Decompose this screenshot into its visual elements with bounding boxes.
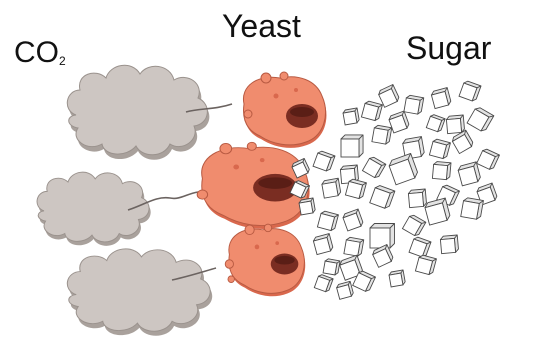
yeast-cell-middle — [197, 142, 309, 229]
sugar-cube-icon — [377, 85, 400, 108]
sugar-cube-icon — [477, 148, 500, 171]
sugar-cube-icon — [446, 115, 465, 134]
sugar-cube-icon — [404, 95, 424, 115]
sugar-cube-icon — [299, 198, 316, 215]
sugar-cube-icon — [343, 108, 360, 125]
sugar-cube-icon — [372, 125, 392, 145]
sugar-cube-icon — [467, 106, 494, 133]
sugar-cube-icon — [429, 138, 450, 159]
sugar-cube-icon — [432, 161, 451, 180]
sugar-cube-icon — [409, 236, 431, 258]
sugar-cube-icon — [459, 80, 481, 102]
sugar-cube-icon — [461, 197, 484, 220]
sugar-cube-icon — [402, 214, 425, 237]
co2-cloud-middle — [37, 172, 151, 246]
sugar-cube-icon — [370, 224, 395, 249]
yeast-cell-top — [243, 72, 326, 148]
sugar-cube-icon — [408, 189, 427, 208]
sugar-cube-icon — [389, 270, 406, 287]
sugar-cube-icon — [314, 274, 333, 293]
sugar-cube-icon — [361, 100, 382, 121]
sugar-cube-icon — [313, 234, 334, 255]
sugar-cube-icon — [336, 281, 354, 299]
co2-cloud-top — [67, 65, 209, 159]
co2-cloud-bottom — [67, 249, 212, 336]
sugar-cube-icon — [426, 114, 445, 133]
sugar-cube-icon — [321, 178, 341, 198]
sugar-cube-icon — [317, 210, 338, 231]
sugar-cube-icon — [431, 88, 452, 109]
sugar-cube-icon — [370, 184, 395, 209]
sugar-cube-icon — [313, 150, 335, 172]
sugar-cube-icon — [344, 237, 364, 257]
sugar-cube-icon — [440, 235, 459, 254]
sugar-cube-icon — [342, 209, 364, 231]
sugar-cube-icon — [341, 135, 363, 157]
sugar-cube-icon — [345, 178, 366, 199]
sugar-cube-icon — [451, 130, 474, 153]
sugar-cube-icon — [457, 162, 481, 186]
sugar-cube-icon — [362, 156, 385, 179]
sugar-cube-icon — [415, 254, 436, 275]
yeast-cell-bottom — [225, 224, 305, 296]
sugar-cube-icon — [323, 258, 340, 275]
